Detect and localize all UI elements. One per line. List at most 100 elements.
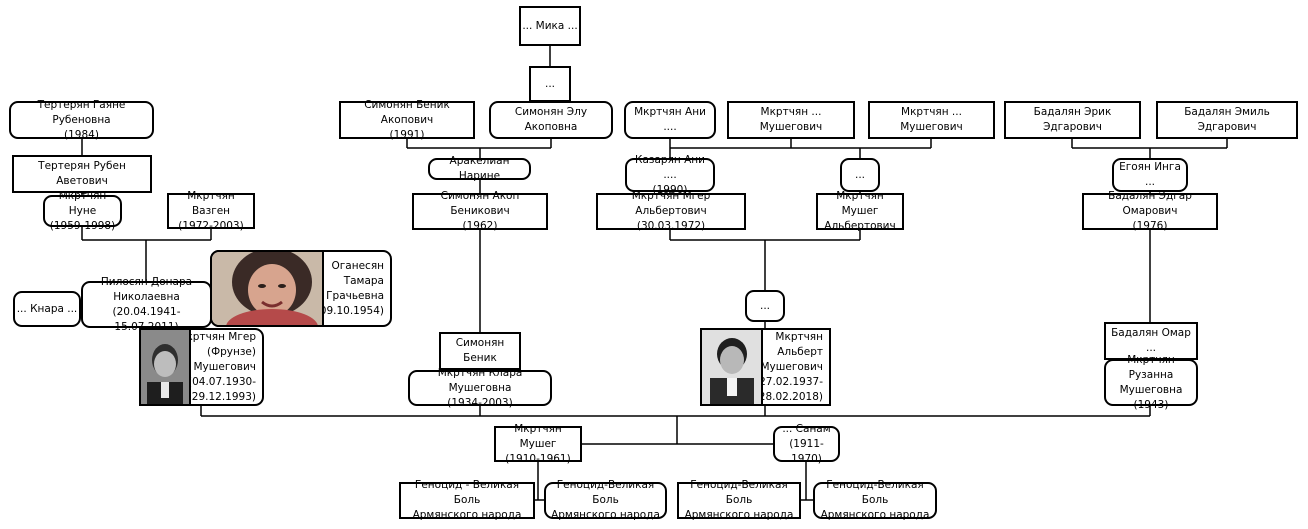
node-name: Николаевна <box>113 290 180 303</box>
node-gayane[interactable]: Тертерян Гаяне Рубеновна(1984) <box>9 98 154 141</box>
node-dots-albert[interactable]: ... <box>745 290 785 322</box>
node-name: Мкртчян Мушег <box>514 422 562 450</box>
node-elu[interactable]: Симонян Элу Акоповна <box>489 101 613 139</box>
node-name: Бадалян Эмиль Эдгарович <box>1184 106 1270 133</box>
node-mger-albertovich[interactable]: Мкртчян Мгер Альбертович (30.03.1972) <box>596 190 746 232</box>
node-name: Альберт <box>777 345 823 358</box>
node-dates: (30.03.1972) <box>636 220 706 232</box>
node-name: Геноцид - Великая Боль <box>414 479 520 506</box>
node-name: Бадалян Эдгар Омарович <box>1108 190 1192 217</box>
node-mika-child[interactable]: ... <box>529 66 571 102</box>
node-dates: (1976) <box>1132 220 1168 232</box>
node-name: ... Санам <box>782 422 831 435</box>
node-name: Симонян Беник <box>455 337 505 364</box>
node-knara[interactable]: ... Кнара ... <box>13 291 81 327</box>
node-name: Мушегович <box>760 360 824 373</box>
node-benik[interactable]: Симонян Беник <box>439 332 521 370</box>
node-name: Мкртчян Рузанна <box>1127 353 1175 381</box>
node-name: Мкртчян Мушег <box>836 190 884 217</box>
node-name: Мкртчян <box>775 330 823 343</box>
node-dates: (04.07.1930- <box>187 375 256 388</box>
node-name: Альбертович <box>824 220 896 232</box>
node-name: Бадалян Эрик Эдгарович <box>1033 106 1112 133</box>
node-dates: 29.12.1993) <box>191 390 256 403</box>
node-dots-mushegh[interactable]: ... <box>840 158 880 192</box>
node-name: Мкртчян ... Мушегович <box>900 106 963 133</box>
node-ruben[interactable]: Тертерян Рубен Аветович <box>12 155 152 193</box>
node-dates: (09.10.1954) <box>315 304 384 317</box>
node-name: Геноцид-Великая Боль <box>690 479 788 506</box>
node-name: Мкртчян Нуне <box>58 189 107 217</box>
node-mushegovich-1[interactable]: Мкртчян ... Мушегович <box>727 101 855 139</box>
node-name: ... <box>854 168 865 181</box>
node-name: (Фрунзе) <box>206 345 256 358</box>
node-name: Пилосян Донара <box>100 275 193 288</box>
node-vazgen[interactable]: Мкртчян Вазген (1972-2003) <box>167 190 255 232</box>
node-mika[interactable]: ... Мика ... <box>519 6 581 46</box>
node-benik-akopovich[interactable]: Симонян Беник Акопович (1991) <box>339 98 475 141</box>
node-name: Мкртчян Мгер Альбертович <box>631 190 711 217</box>
node-name: Армянского народа <box>684 509 794 521</box>
node-ani-mkrtchyan[interactable]: Мкртчян Ани .... <box>624 101 716 139</box>
node-name: ... Мика ... <box>522 19 578 32</box>
node-name: Грачьевна <box>326 289 384 302</box>
node-dates: (1934-2003) <box>447 396 513 409</box>
node-name: Мкртчян ... Мушегович <box>759 106 823 133</box>
node-ani-kazaryan[interactable]: Казарян Ани ....(1990) <box>625 154 715 196</box>
node-sanam[interactable]: ... Санам (1911-1970) <box>773 423 840 465</box>
node-name: Мкртчян Клара Мушеговна <box>437 366 523 394</box>
node-inga[interactable]: Егоян Инга ... <box>1112 158 1188 192</box>
mger-frunze-photo <box>139 328 191 406</box>
node-name: Армянского народа <box>412 509 522 521</box>
node-dates: (1990) <box>652 183 688 196</box>
node-name: Егоян Инга ... <box>1119 161 1181 188</box>
node-dates: (1991) <box>389 128 425 141</box>
node-name: Симонян Беник Акопович <box>364 98 450 126</box>
albert-photo <box>700 328 763 406</box>
node-edgar[interactable]: Бадалян Эдгар Омарович (1976) <box>1082 190 1218 232</box>
node-name: Мкртчян Вазген <box>187 189 235 217</box>
node-name: Тертерян Рубен Аветович <box>38 160 126 187</box>
node-dates: (27.02.1937- <box>754 375 823 388</box>
node-name: Аракелиан Нарине <box>449 155 510 182</box>
node-dates: 28.02.2018) <box>758 390 823 403</box>
node-name: Армянского народа <box>820 509 930 521</box>
node-erik[interactable]: Бадалян Эрик Эдгарович <box>1004 101 1141 139</box>
node-name: ... <box>544 77 555 90</box>
node-name: Мкртчян Ани .... <box>634 106 706 133</box>
node-mushegovich-2[interactable]: Мкртчян ... Мушегович <box>868 101 995 139</box>
tamara-photo <box>210 250 324 327</box>
node-dates: (1911-1970) <box>789 437 824 465</box>
node-akop[interactable]: Симонян Акоп Беникович (1962) <box>412 190 548 232</box>
node-dates: (1972-2003) <box>178 219 244 232</box>
node-dates: (1943) <box>1133 398 1169 411</box>
node-name: Армянского народа <box>551 509 660 521</box>
node-mushegh[interactable]: Мкртчян Мушег (1910-1961) <box>494 423 582 465</box>
node-name: Оганесян <box>331 259 385 272</box>
node-name: Мушегович <box>193 360 257 373</box>
node-name: ... <box>759 299 770 312</box>
node-name: Геноцид-Великая Боль <box>826 479 924 506</box>
node-name: Тертерян Гаяне Рубеновна <box>37 98 126 126</box>
node-dates: (1910-1961) <box>505 452 571 465</box>
node-name: Симонян Акоп Беникович <box>440 190 520 217</box>
node-narine[interactable]: Аракелиан Нарине <box>428 155 531 182</box>
node-name: ... Кнара ... <box>16 302 78 315</box>
node-dates: (1959-1998) <box>49 219 116 232</box>
node-nune[interactable]: Мкртчян Нуне (1959-1998) <box>43 190 122 232</box>
node-emil[interactable]: Бадалян Эмиль Эдгарович <box>1156 101 1298 139</box>
node-name: Тамара <box>343 274 384 287</box>
node-omar[interactable]: Бадалян Омар ... <box>1104 322 1198 360</box>
node-dates: (1962) <box>462 220 498 232</box>
node-name: Геноцид-Великая Боль <box>556 479 655 506</box>
node-klara[interactable]: Мкртчян Клара Мушеговна (1934-2003) <box>408 367 552 409</box>
